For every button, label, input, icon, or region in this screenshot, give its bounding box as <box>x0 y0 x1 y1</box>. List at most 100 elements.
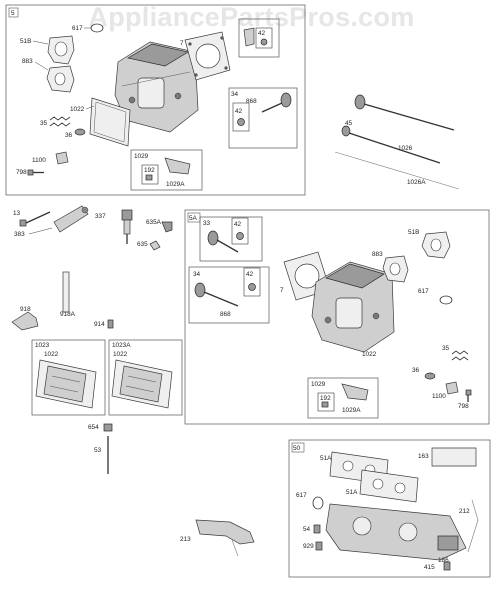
screw-54[interactable] <box>313 524 321 534</box>
label-42-a[interactable]: 42 <box>258 30 266 37</box>
label-13[interactable]: 13 <box>13 210 21 217</box>
group-1023a-number[interactable]: 1023A <box>112 342 131 349</box>
label-1022-c[interactable]: 1022 <box>44 351 59 358</box>
group-33-number[interactable]: 33 <box>203 220 211 227</box>
label-1100[interactable]: 1100 <box>32 157 46 164</box>
screw-929[interactable] <box>315 541 323 551</box>
label-337[interactable]: 337 <box>95 213 106 220</box>
label-1029a[interactable]: 1029A <box>166 181 185 188</box>
label-617-c[interactable]: 617 <box>296 492 307 499</box>
label-36-b[interactable]: 36 <box>412 367 420 374</box>
label-918a[interactable]: 918A <box>60 311 76 318</box>
retainer-36b[interactable] <box>424 372 436 380</box>
cylinder-head[interactable] <box>114 41 199 133</box>
valve-cover-1023a[interactable] <box>111 359 173 409</box>
label-163[interactable]: 163 <box>418 453 429 460</box>
label-7[interactable]: 7 <box>180 40 184 47</box>
gasket-163[interactable] <box>431 447 477 467</box>
screw-914[interactable] <box>107 319 114 329</box>
label-929[interactable]: 929 <box>303 543 314 550</box>
gasket-51a-b[interactable] <box>359 469 419 503</box>
label-54[interactable]: 54 <box>303 526 311 533</box>
label-868[interactable]: 868 <box>246 98 257 105</box>
breather-1029a[interactable] <box>164 157 191 175</box>
exhaust-valve-45[interactable] <box>354 94 455 131</box>
valve-keeper-42a[interactable] <box>260 38 268 46</box>
label-51a-b[interactable]: 51A <box>346 489 358 496</box>
label-1026a[interactable]: 1026A <box>407 179 426 186</box>
label-617-b[interactable]: 617 <box>418 288 429 295</box>
nut-654[interactable] <box>103 423 113 432</box>
valve-33[interactable] <box>207 230 239 253</box>
breather-1029a-b[interactable] <box>341 383 369 401</box>
clip-1100[interactable] <box>55 151 69 165</box>
head-bolt-13[interactable] <box>19 211 51 227</box>
label-654[interactable]: 654 <box>88 424 99 431</box>
label-1029a-b[interactable]: 1029A <box>342 407 361 414</box>
label-192[interactable]: 192 <box>144 167 155 174</box>
label-635[interactable]: 635 <box>137 241 148 248</box>
o-ring-617[interactable] <box>90 23 104 33</box>
label-212[interactable]: 212 <box>459 508 470 515</box>
screw-192b[interactable] <box>321 401 329 408</box>
screw-192[interactable] <box>145 174 153 181</box>
valve-spring-35[interactable] <box>49 116 71 127</box>
label-635a[interactable]: 635A <box>146 219 162 226</box>
group-5a-number[interactable]: 5A <box>189 215 198 222</box>
bracket-213[interactable] <box>195 519 255 557</box>
o-ring-617-b[interactable] <box>439 295 453 305</box>
label-51b-b[interactable]: 51B <box>408 229 419 236</box>
retainer-36[interactable] <box>74 128 86 136</box>
label-868-b[interactable]: 868 <box>220 311 231 318</box>
label-918[interactable]: 918 <box>20 306 31 313</box>
intake-manifold[interactable] <box>325 503 467 561</box>
o-ring-617-c[interactable] <box>312 496 324 510</box>
label-42-d[interactable]: 42 <box>246 271 254 278</box>
group-50-number[interactable]: 50 <box>293 445 301 452</box>
label-7-b[interactable]: 7 <box>280 287 284 294</box>
label-45[interactable]: 45 <box>345 120 353 127</box>
label-51a-a[interactable]: 51A <box>320 455 332 462</box>
clip-1100b[interactable] <box>445 381 459 395</box>
pushrod-1026a[interactable] <box>334 151 460 190</box>
fitting-635[interactable] <box>149 240 161 251</box>
bolt-798[interactable] <box>27 169 44 176</box>
label-192-b[interactable]: 192 <box>320 395 331 402</box>
label-1100-b[interactable]: 1100 <box>432 393 446 400</box>
valve-cover-1023[interactable] <box>35 359 97 409</box>
group-34-number[interactable]: 34 <box>231 91 239 98</box>
label-415[interactable]: 415 <box>424 564 435 571</box>
cylinder-head-b[interactable] <box>311 261 395 353</box>
valve-keeper-42b[interactable] <box>237 118 245 126</box>
elbow-918[interactable] <box>11 311 39 331</box>
label-1022-d[interactable]: 1022 <box>113 351 128 358</box>
label-914[interactable]: 914 <box>94 321 105 328</box>
label-1022-b[interactable]: 1022 <box>362 351 377 358</box>
group-1029b-number[interactable]: 1029 <box>311 381 326 388</box>
label-35-b[interactable]: 35 <box>442 345 450 352</box>
label-53[interactable]: 53 <box>94 447 102 454</box>
label-51b[interactable]: 51B <box>20 38 31 45</box>
breather-tube-383[interactable] <box>53 205 89 233</box>
valve-spring-35b[interactable] <box>451 350 469 361</box>
fitting-635a[interactable] <box>161 221 173 233</box>
bolt-798b[interactable] <box>465 389 472 402</box>
label-617[interactable]: 617 <box>72 25 83 32</box>
rocker-arm[interactable] <box>243 27 255 47</box>
label-36[interactable]: 36 <box>65 132 73 139</box>
valve-keeper-42c[interactable] <box>236 232 244 240</box>
group-34b-number[interactable]: 34 <box>193 271 201 278</box>
gasket-51b[interactable] <box>47 35 75 65</box>
spark-plug-337[interactable] <box>121 209 133 244</box>
label-798[interactable]: 798 <box>16 169 27 176</box>
gasket-51b-b[interactable] <box>421 231 451 259</box>
label-1022[interactable]: 1022 <box>70 106 85 113</box>
label-383[interactable]: 383 <box>14 231 25 238</box>
group-5-number[interactable]: 5 <box>11 10 15 17</box>
valve-868-b[interactable] <box>194 282 239 307</box>
valve-keeper-42d[interactable] <box>248 283 256 291</box>
label-798-b[interactable]: 798 <box>458 403 469 410</box>
fitting-415[interactable] <box>443 561 451 571</box>
label-883[interactable]: 883 <box>22 58 33 65</box>
pushrod-1026[interactable] <box>341 125 441 164</box>
